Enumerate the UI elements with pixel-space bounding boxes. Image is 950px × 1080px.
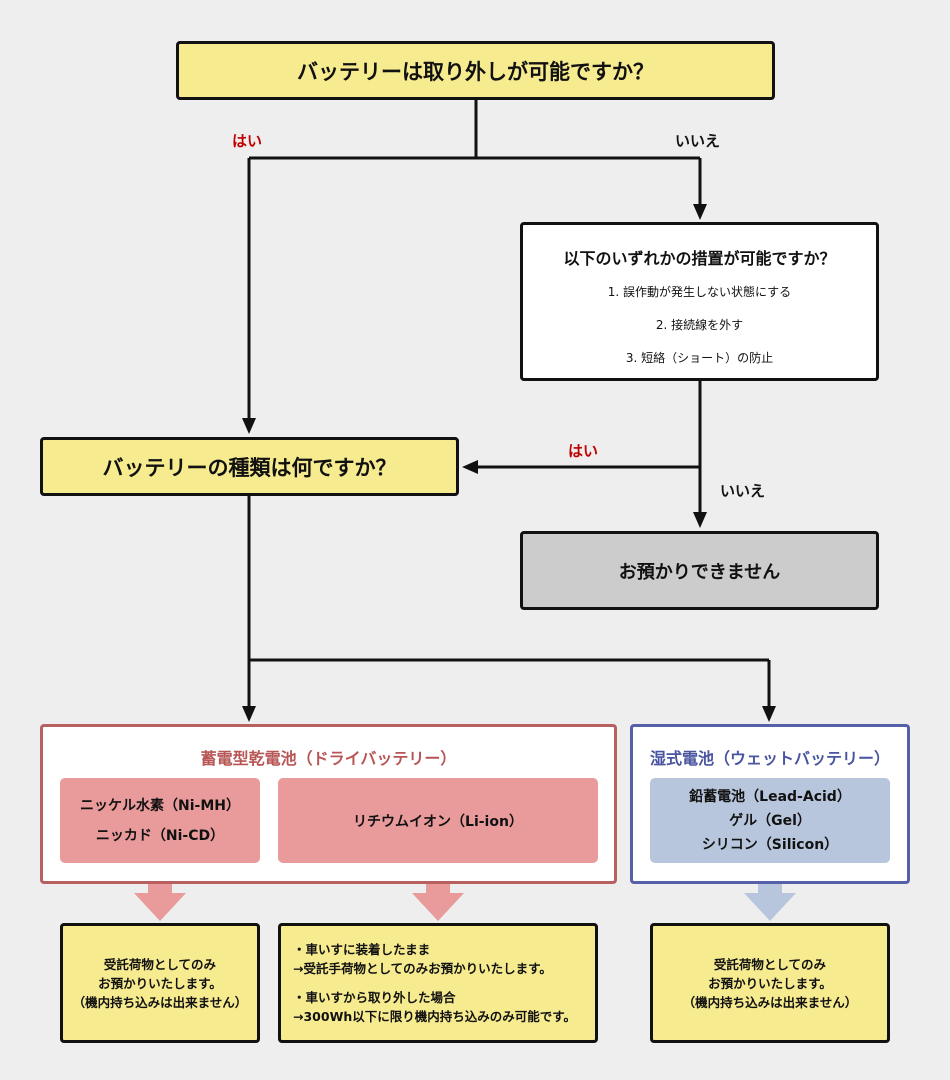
question-removable: バッテリーは取り外しが可能ですか？ xyxy=(176,41,775,100)
arrow-nickel-result-icon xyxy=(134,863,186,921)
measures-title: 以下のいずれかの措置が可能ですか？ xyxy=(563,249,836,268)
wet-group-title: 湿式電池（ウェットバッテリー） xyxy=(649,749,890,768)
arrowhead-icon xyxy=(462,460,478,474)
type-silicon: シリコン（Silicon） xyxy=(701,836,839,853)
label-yes: はい xyxy=(232,132,263,150)
result-line: 受託荷物としてのみ xyxy=(713,956,827,972)
arrow-lithium-result-icon xyxy=(412,863,464,921)
type-nimh: ニッケル水素（Ni-MH） xyxy=(80,797,240,814)
arrowhead-icon xyxy=(693,512,707,528)
arrowhead-icon xyxy=(762,706,776,722)
result-line: ・車いすから取り外した場合 xyxy=(293,990,456,1005)
measure-item: 2. 接続線を外す xyxy=(655,318,744,332)
arrowhead-icon xyxy=(693,204,707,220)
label-no: いいえ xyxy=(675,132,721,150)
result-wet: 受託荷物としてのみ お預かりいたします。 （機内持ち込みは出来ません） xyxy=(650,923,890,1043)
result-line: お預かりいたします。 xyxy=(98,975,222,991)
result-line: （機内持ち込みは出来ません） xyxy=(72,994,248,1010)
result-line: →300Wh以下に限り機内持ち込みのみ可能です。 xyxy=(293,1009,577,1024)
question-battery-type: バッテリーの種類は何ですか？ xyxy=(40,437,459,496)
result-line: お預かりいたします。 xyxy=(708,975,832,991)
dry-group-title: 蓄電型乾電池（ドライバッテリー） xyxy=(200,749,457,768)
type-li-ion: リチウムイオン（Li-ion） xyxy=(353,813,523,830)
result-line: ・車いすに装着したまま xyxy=(293,942,431,957)
type-gel: ゲル（Gel） xyxy=(729,812,811,829)
question-measures: 以下のいずれかの措置が可能ですか？ 1. 誤作動が発生しない状態にする 2. 接… xyxy=(520,222,879,381)
nickel-types-box: ニッケル水素（Ni-MH） ニッカド（Ni-CD） xyxy=(60,778,260,863)
wet-types-box: 鉛蓄電池（Lead-Acid） ゲル（Gel） シリコン（Silicon） xyxy=(650,778,890,863)
result-line: （機内持ち込みは出来ません） xyxy=(682,994,858,1010)
label-no: いいえ xyxy=(720,482,766,500)
arrowhead-icon xyxy=(242,706,256,722)
measure-item: 3. 短絡（ショート）の防止 xyxy=(625,351,774,365)
type-lead-acid: 鉛蓄電池（Lead-Acid） xyxy=(689,788,851,805)
result-line: →受託手荷物としてのみお預かりいたします。 xyxy=(293,961,552,976)
arrowhead-icon xyxy=(242,418,256,434)
label-yes: はい xyxy=(568,442,599,460)
type-nicd: ニッカド（Ni-CD） xyxy=(95,827,225,844)
lithium-type-box: リチウムイオン（Li-ion） xyxy=(278,778,598,863)
not-accepted-box: お預かりできません xyxy=(520,531,879,610)
measure-item: 1. 誤作動が発生しない状態にする xyxy=(607,285,792,299)
result-nickel: 受託荷物としてのみ お預かりいたします。 （機内持ち込みは出来ません） xyxy=(60,923,260,1043)
result-line: 受託荷物としてのみ xyxy=(103,956,217,972)
arrow-wet-result-icon xyxy=(744,863,796,921)
result-lithium: ・車いすに装着したまま →受託手荷物としてのみお預かりいたします。 ・車いすから… xyxy=(278,923,598,1043)
